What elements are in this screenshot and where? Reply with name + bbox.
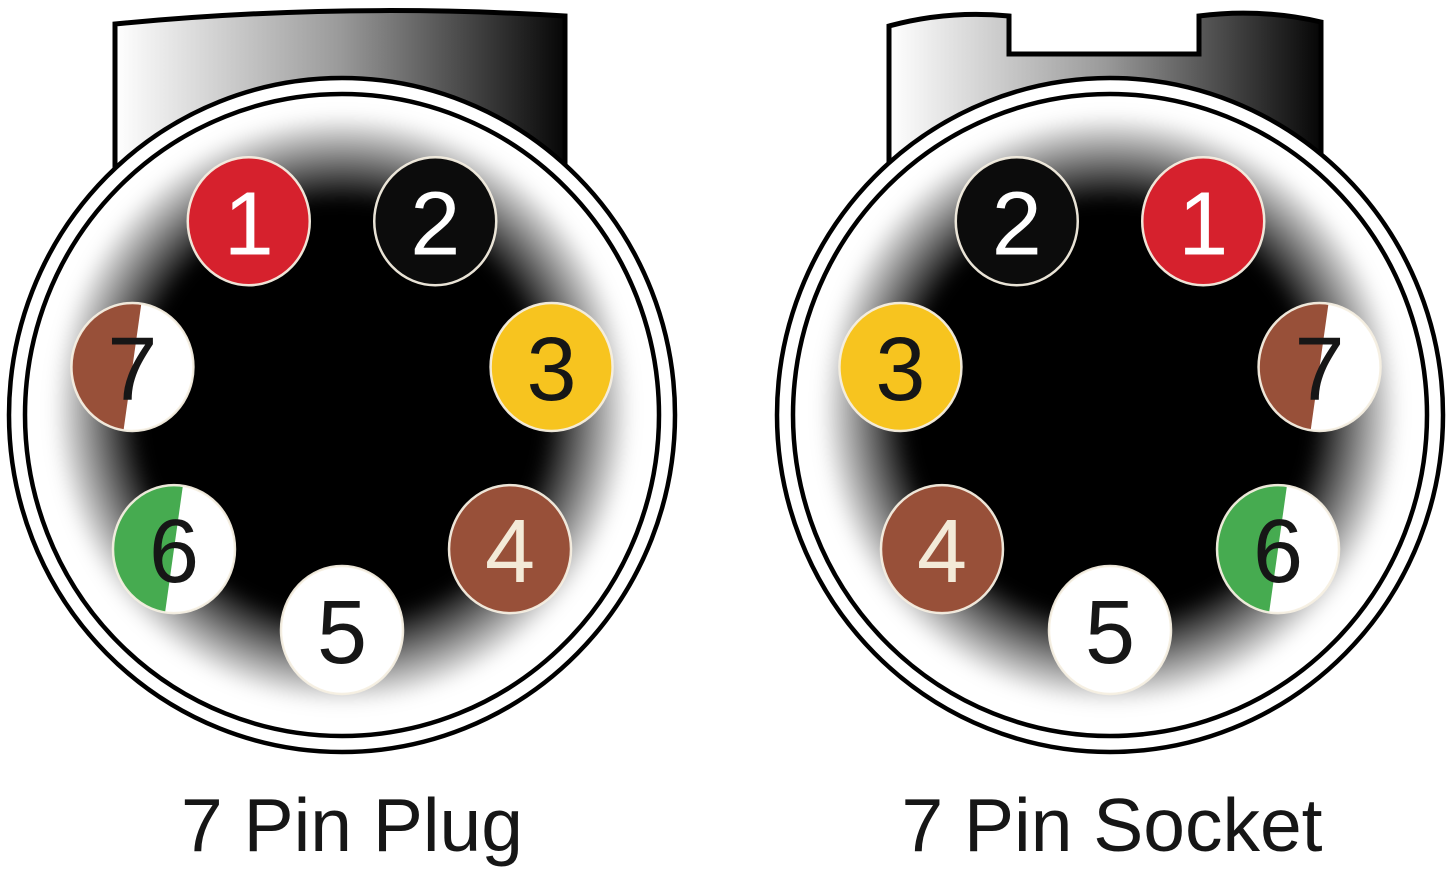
pin-6: 6 [1215,483,1341,615]
pin-5: 5 [279,564,405,696]
pin-number: 2 [992,174,1042,274]
pin-body [490,303,613,432]
pin-3: 3 [838,301,963,433]
plug-label: 7 Pin Plug [181,783,523,867]
pin-number: 2 [410,174,460,274]
pin-body [955,157,1078,286]
pin-body [449,485,572,614]
pin-color-half [1217,485,1290,614]
pin-outline [1215,483,1341,615]
pin-number: 4 [485,502,535,602]
pin-outline [838,301,963,433]
pin-outline [186,156,312,287]
pin-7: 7 [1257,301,1382,433]
pin-color-half [1258,303,1331,432]
pin-outline [111,483,237,615]
pin-outline [372,156,498,287]
pin-color-half [112,485,186,614]
pin-number: 3 [527,320,577,420]
pin-outline [1047,564,1173,696]
pin-number: 5 [1085,583,1135,683]
pin-outline [954,156,1080,287]
pin-number: 7 [107,320,157,420]
pin-3: 3 [489,301,614,433]
pin-4: 4 [879,483,1005,615]
pin-5: 5 [1047,564,1173,696]
pin-body [839,303,962,432]
pin-number: 5 [317,583,367,683]
pin-outline [447,483,573,615]
pin-number: 6 [149,502,199,602]
pin-body [374,157,497,286]
pin-number: 3 [875,320,925,420]
pin-body [1142,157,1265,286]
pin-outline [879,483,1005,615]
pin-outline [1140,156,1266,287]
pin-6: 6 [111,483,237,615]
pin-1: 1 [1140,156,1266,287]
pin-body [187,157,310,286]
pin-outline [279,564,405,696]
pin-number: 1 [1178,174,1228,274]
pin-outline [1257,301,1382,433]
pin-outline [70,301,195,433]
pin-body [1049,566,1171,694]
pin-number: 7 [1295,320,1345,420]
pin-outline [489,301,614,433]
pin-number: 4 [917,502,967,602]
pin-2: 2 [954,156,1080,287]
pin-number: 1 [224,174,274,274]
pin-color-half [71,303,144,432]
pin-body [281,566,403,694]
pin-2: 2 [372,156,498,287]
pin-7: 7 [70,301,195,433]
pin-1: 1 [186,156,312,287]
socket-label: 7 Pin Socket [901,783,1322,867]
pin-number: 6 [1253,502,1303,602]
pin-body [880,485,1003,614]
pin-4: 4 [447,483,573,615]
